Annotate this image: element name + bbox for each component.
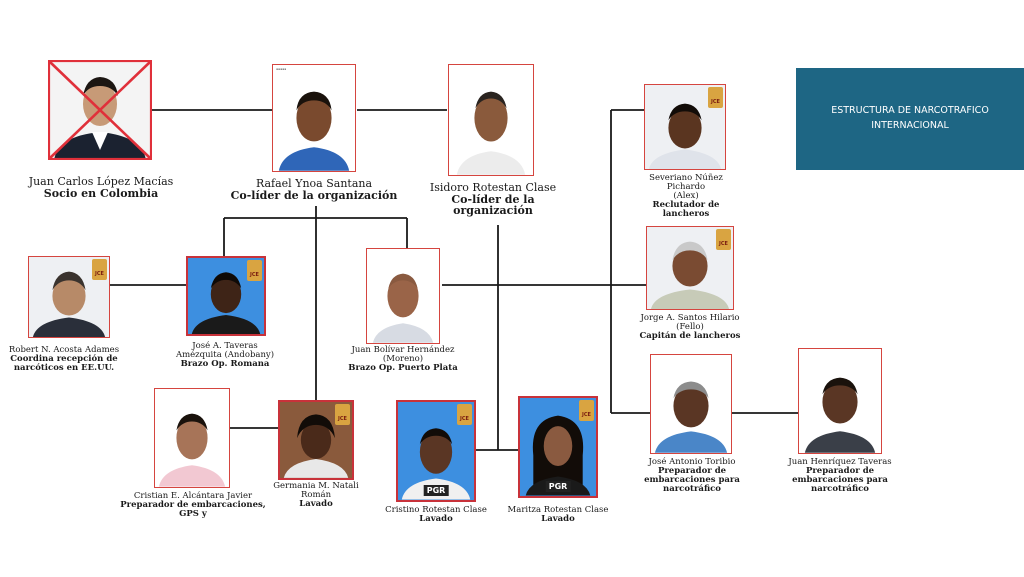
jce-seal-icon: JCE	[457, 404, 472, 425]
crossed-out-icon	[48, 60, 152, 160]
diagram-title: ESTRUCTURA DE NARCOTRAFICO INTERNACIONAL	[796, 68, 1024, 170]
role-ynoa: Co-líder de la organización	[230, 188, 398, 202]
label-bolivar: Juan Bolívar Hernández (Moreno) Brazo Op…	[336, 346, 470, 373]
role-bolivar: Brazo Op. Puerto Plata	[348, 362, 458, 373]
label-ynoa: Rafael Ynoa Santana Co-líder de la organ…	[215, 178, 413, 201]
label-acosta: Robert N. Acosta Adames Coordina recepci…	[0, 346, 128, 373]
role-santos: Capitán de lancheros	[639, 330, 741, 341]
jce-seal-icon: JCE	[335, 404, 350, 425]
name-isidoro: Isidoro Rotestan Clase	[429, 181, 557, 194]
role-lopez: Socio en Colombia	[43, 186, 159, 200]
label-alcantara: Cristian E. Alcántara Javier Preparador …	[118, 492, 268, 519]
photo-henriquez	[798, 348, 882, 454]
alias-severiano: (Alex)	[673, 190, 699, 201]
pgr-badge: PGR	[545, 481, 571, 492]
name-henriquez: Juan Henríquez Taveras	[788, 457, 892, 467]
label-santos: Jorge A. Santos Hilario (Fello) Capitán …	[630, 314, 750, 341]
photo-severiano: JCE	[644, 84, 726, 170]
pgr-badge: PGR	[423, 485, 449, 496]
jce-seal-icon: JCE	[92, 259, 107, 280]
role-cristino: Lavado	[419, 513, 453, 524]
photo-santos: JCE	[646, 226, 734, 310]
photo-isidoro	[448, 64, 534, 176]
name-lopez: Juan Carlos López Macías	[28, 175, 174, 188]
alias-santos: (Fello)	[676, 321, 704, 332]
name-acosta: Robert N. Acosta Adames	[8, 345, 120, 355]
photo-cristino: JCE PGR	[396, 400, 476, 502]
title-line-1: ESTRUCTURA DE NARCOTRAFICO	[831, 105, 989, 117]
label-cristino: Cristino Rotestan Clase Lavado	[372, 506, 500, 524]
portrait-isidoro	[456, 91, 526, 175]
label-maritza: Maritza Rotestan Clase Lavado	[494, 506, 622, 524]
name-cristino: Cristino Rotestan Clase	[385, 505, 487, 515]
portrait-alcantara	[158, 413, 226, 487]
role-acosta: Coordina recepción de narcóticos en EE.U…	[10, 353, 118, 373]
role-maritza: Lavado	[541, 513, 575, 524]
photo-lopez	[48, 60, 152, 160]
photo-alcantara	[154, 388, 230, 488]
label-severiano: Severiano Núñez Pichardo (Alex) Reclutad…	[630, 174, 742, 219]
name2-germania: Román	[300, 489, 332, 500]
label-isidoro: Isidoro Rotestan Clase Co-líder de la or…	[418, 182, 568, 217]
name-santos: Jorge A. Santos Hilario	[640, 313, 740, 323]
role-henriquez: Preparador de embarcaciones para narcotr…	[792, 465, 888, 494]
name-ynoa: Rafael Ynoa Santana	[255, 177, 373, 190]
portrait-germania	[283, 414, 349, 478]
photo-taveras: JCE	[186, 256, 266, 336]
portrait-toribio	[654, 381, 728, 453]
role-severiano: Reclutador de lancheros	[652, 199, 720, 219]
label-germania: Germania M. Natali Román Lavado	[256, 482, 376, 509]
photo-toribio	[650, 354, 732, 454]
portrait-severiano	[645, 85, 725, 169]
name-severiano: Severiano Núñez Pichardo	[649, 173, 723, 192]
role-alcantara: Preparador de embarcaciones, GPS y	[120, 499, 266, 519]
role-toribio: Preparador de embarcaciones para narcotr…	[644, 465, 740, 494]
name-bolivar: Juan Bolívar Hernández	[351, 345, 455, 355]
name-toribio: José Antonio Toribio	[648, 457, 736, 467]
label-toribio: José Antonio Toribio Preparador de embar…	[634, 458, 750, 494]
portrait-taveras	[191, 272, 261, 334]
jce-seal-icon: JCE	[247, 260, 262, 281]
photo-germania: JCE	[278, 400, 354, 480]
name-germania: Germania M. Natali	[273, 481, 359, 491]
alias-taveras: Amézquita (Andobany)	[175, 349, 275, 360]
photo-bolivar	[366, 248, 440, 344]
title-line-2: INTERNACIONAL	[871, 120, 949, 131]
jce-seal-icon: JCE	[708, 87, 723, 108]
name-maritza: Maritza Rotestan Clase	[507, 505, 609, 515]
label-taveras: José A. Taveras Amézquita (Andobany) Bra…	[160, 342, 290, 369]
portrait-maritza	[525, 415, 591, 496]
photo-acosta: JCE	[28, 256, 110, 338]
portrait-henriquez	[804, 377, 876, 453]
alias-bolivar: (Moreno)	[382, 353, 424, 364]
photo-tag: ▪▪▪▪▪	[276, 67, 287, 71]
portrait-ynoa	[278, 91, 350, 171]
label-henriquez: Juan Henríquez Taveras Preparador de emb…	[780, 458, 900, 494]
photo-maritza: JCE PGR	[518, 396, 598, 498]
name-taveras: José A. Taveras	[192, 341, 258, 351]
jce-seal-icon: JCE	[579, 400, 594, 421]
jce-seal-icon: JCE	[716, 229, 731, 250]
portrait-bolivar	[372, 273, 434, 343]
role-germania: Lavado	[299, 498, 333, 509]
role-isidoro: Co-líder de la organización	[451, 192, 535, 218]
role-taveras: Brazo Op. Romana	[180, 358, 270, 369]
label-lopez: Juan Carlos López Macías Socio en Colomb…	[10, 176, 192, 199]
name-alcantara: Cristian E. Alcántara Javier	[133, 491, 253, 501]
photo-ynoa	[272, 64, 356, 172]
